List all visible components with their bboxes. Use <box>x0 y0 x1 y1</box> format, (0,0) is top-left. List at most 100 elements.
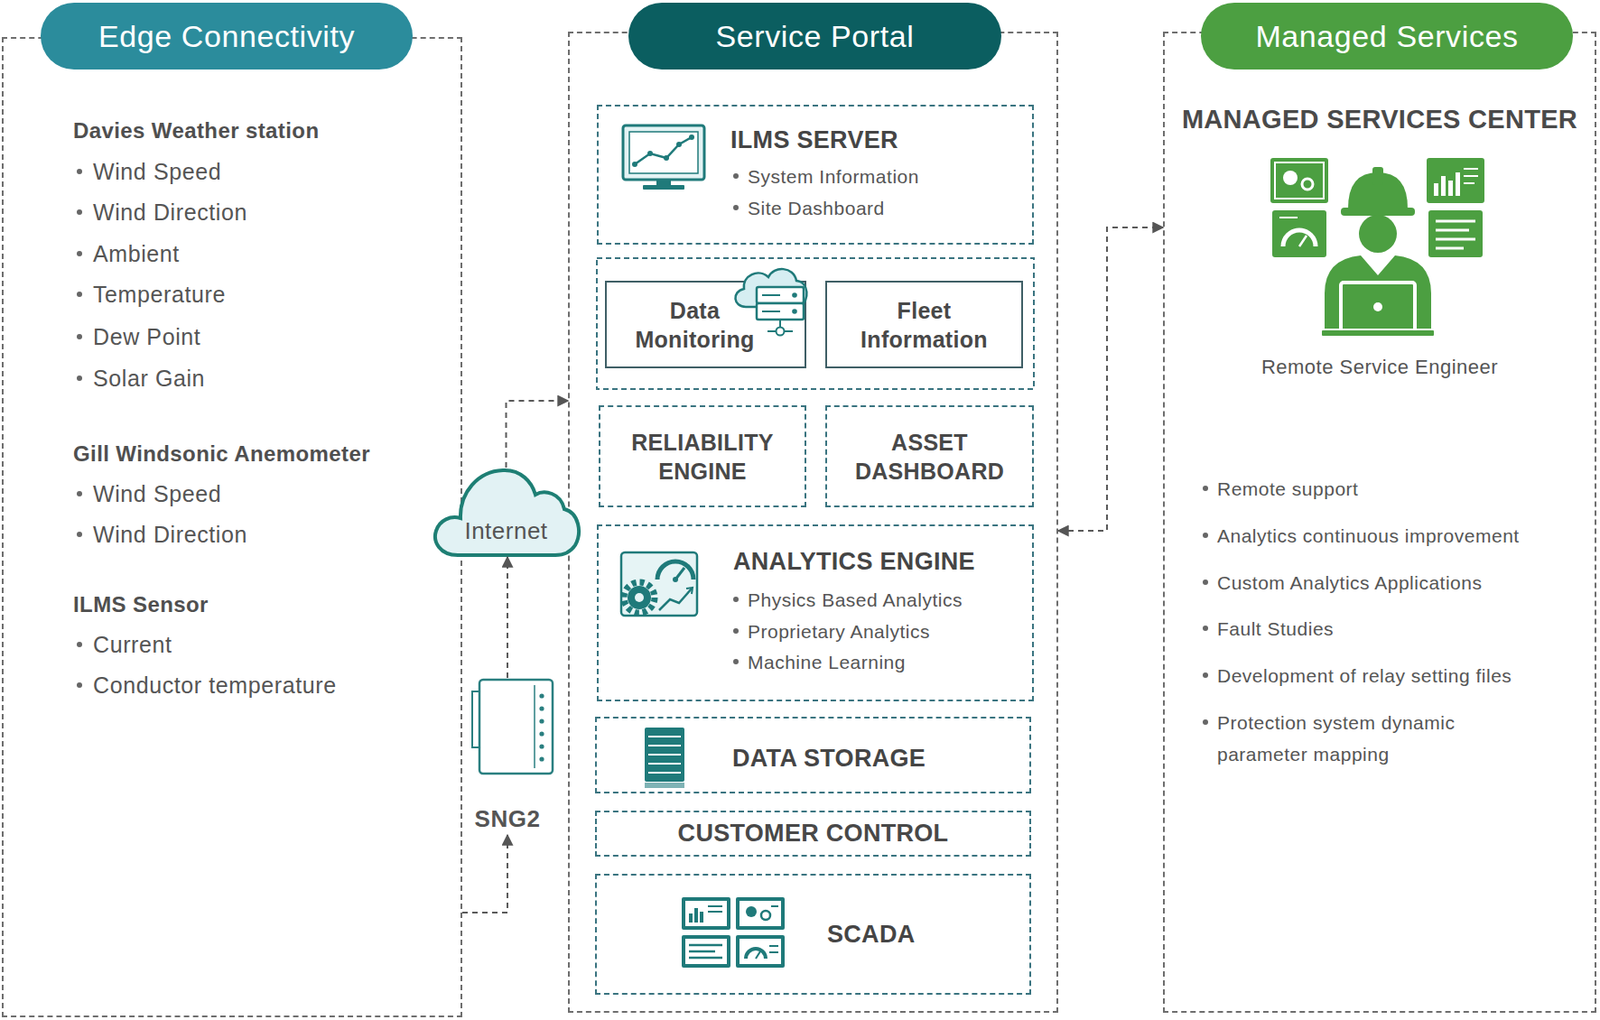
bullet-dot <box>1202 672 1209 679</box>
engineer-illustration-part <box>1435 247 1464 251</box>
storage-rack-icon-part <box>648 753 681 756</box>
bullet-dot <box>76 641 83 648</box>
engineer-illustration-part <box>1373 302 1383 312</box>
bullet-item: Analytics continuous improvement <box>1217 524 1520 548</box>
bullet-item: System Information <box>747 165 920 188</box>
analytics-icon-part <box>657 561 694 580</box>
section-heading: Davies Weather station <box>73 117 319 144</box>
bullet-item: Wind Direction <box>93 520 248 549</box>
engineer-illustration-part <box>1455 172 1461 196</box>
service-box: ANALYTICS ENGINEPhysics Based AnalyticsP… <box>596 524 1034 702</box>
bullet-dot <box>76 375 83 382</box>
analytics-icon-part <box>627 586 652 610</box>
bullet-item: Development of relay setting files <box>1217 664 1512 688</box>
engineer-illustration-part <box>1320 329 1435 337</box>
bullet-item: Temperature <box>93 280 226 308</box>
device-led <box>539 718 544 724</box>
engineer-illustration-part <box>1279 216 1298 219</box>
storage-rack-icon-part <box>644 782 685 789</box>
engineer-illustration-part <box>1372 167 1384 186</box>
dashed-connector <box>462 835 508 913</box>
engineer-illustration-part <box>1426 158 1485 204</box>
analytics-icon-part <box>623 582 655 614</box>
box-label: Fleet Information <box>847 296 1002 354</box>
engineer-illustration-part <box>1274 162 1324 199</box>
section-panel: ILMS SERVER System InformationSite Dashbo… <box>567 31 1059 1014</box>
engineer-illustration-part <box>1448 180 1453 196</box>
section-panel: Managed ServicesMANAGED SERVICES CENTERR… <box>1162 31 1597 1014</box>
analytics-icon-part <box>686 587 693 595</box>
engineer-illustration-part <box>1348 172 1408 209</box>
device-led <box>539 744 544 749</box>
bullet-item: Physics Based Analytics <box>747 588 963 612</box>
dashed-connector <box>506 400 569 468</box>
box-title: ILMS SERVER <box>730 125 899 155</box>
bullet-dot <box>733 173 739 179</box>
bullet-dot <box>76 209 83 215</box>
storage-rack-icon-part <box>644 727 685 782</box>
service-box: SCADA <box>595 874 1032 996</box>
engineer-illustration-part <box>1340 282 1415 332</box>
bullet-dot <box>76 682 83 689</box>
service-box: Data Monitoring <box>604 280 807 369</box>
bullet-dot <box>733 204 739 211</box>
storage-rack-icon-part <box>648 762 681 765</box>
bullet-item: Wind Speed <box>93 480 222 508</box>
scada-screens-icon-part <box>688 913 693 923</box>
box-label: Data Monitoring <box>623 296 768 354</box>
bullet-item: Machine Learning <box>747 651 906 674</box>
monitor-icon-part <box>676 141 682 148</box>
scada-screens-icon <box>681 897 785 968</box>
engineer-illustration-part <box>1435 220 1476 224</box>
analytics-icon-part <box>675 567 685 580</box>
bullet-dot <box>76 291 83 298</box>
bullet-dot <box>733 628 739 634</box>
engineer-illustration-part <box>1433 183 1439 196</box>
scada-screens-icon-part <box>707 911 723 913</box>
box-label: CUSTOMER CONTROL <box>596 818 1031 850</box>
scada-screens-icon-part <box>685 939 727 965</box>
device-label: SNG2 <box>444 805 571 834</box>
engineer-illustration-part <box>1358 214 1397 253</box>
bullet-item: Site Dashboard <box>747 196 885 220</box>
bullet-dot <box>76 334 83 340</box>
monitor-icon <box>623 125 705 190</box>
engineer-illustration-part <box>1324 255 1432 337</box>
engineer-illustration-part <box>1463 167 1479 170</box>
engineer-illustration-part <box>1463 182 1475 185</box>
engineer-illustration-part <box>1302 178 1313 190</box>
analytics-icon-part <box>634 593 644 603</box>
box-title: DATA STORAGE <box>732 744 926 773</box>
section-heading: Gill Windsonic Anemometer <box>73 440 371 467</box>
engineer-illustration-part <box>1283 230 1316 247</box>
scada-screens-icon-part <box>685 901 727 927</box>
box-title: SCADA <box>827 920 916 949</box>
engineer-illustration-part <box>1283 170 1298 186</box>
bullet-dot <box>76 531 83 538</box>
service-box: Fleet Information <box>825 280 1024 369</box>
figure-caption: Remote Service Engineer <box>1164 355 1595 380</box>
bullet-dot <box>1202 719 1209 726</box>
bullet-dot <box>1202 625 1209 632</box>
scada-screens-icon-part <box>769 951 779 954</box>
storage-rack-icon-part <box>648 772 681 774</box>
bullet-item: Wind Speed <box>93 158 222 186</box>
scada-screens-icon-part <box>694 908 698 923</box>
engineer-illustration-part <box>1340 207 1415 216</box>
scada-screens-icon-part <box>735 935 785 968</box>
service-box: ASSET DASHBOARD <box>825 405 1034 508</box>
section-heading: ILMS Sensor <box>73 591 209 618</box>
bullet-dot <box>1202 532 1209 539</box>
engineer-illustration-part <box>1463 175 1479 177</box>
scada-screens-icon-part <box>745 948 766 959</box>
monitor-icon-part <box>632 161 638 168</box>
bullet-item: Proprietary Analytics <box>747 620 931 643</box>
engineer-illustration-part <box>1435 238 1476 242</box>
device-led <box>539 731 544 736</box>
bullet-item: Ambient <box>93 240 180 268</box>
scada-screens-icon-part <box>739 939 782 965</box>
device-led <box>539 693 544 698</box>
scada-screens-icon-part <box>688 950 716 954</box>
scada-screens-icon-part <box>745 906 757 918</box>
service-box: CUSTOMER CONTROL <box>595 810 1032 857</box>
